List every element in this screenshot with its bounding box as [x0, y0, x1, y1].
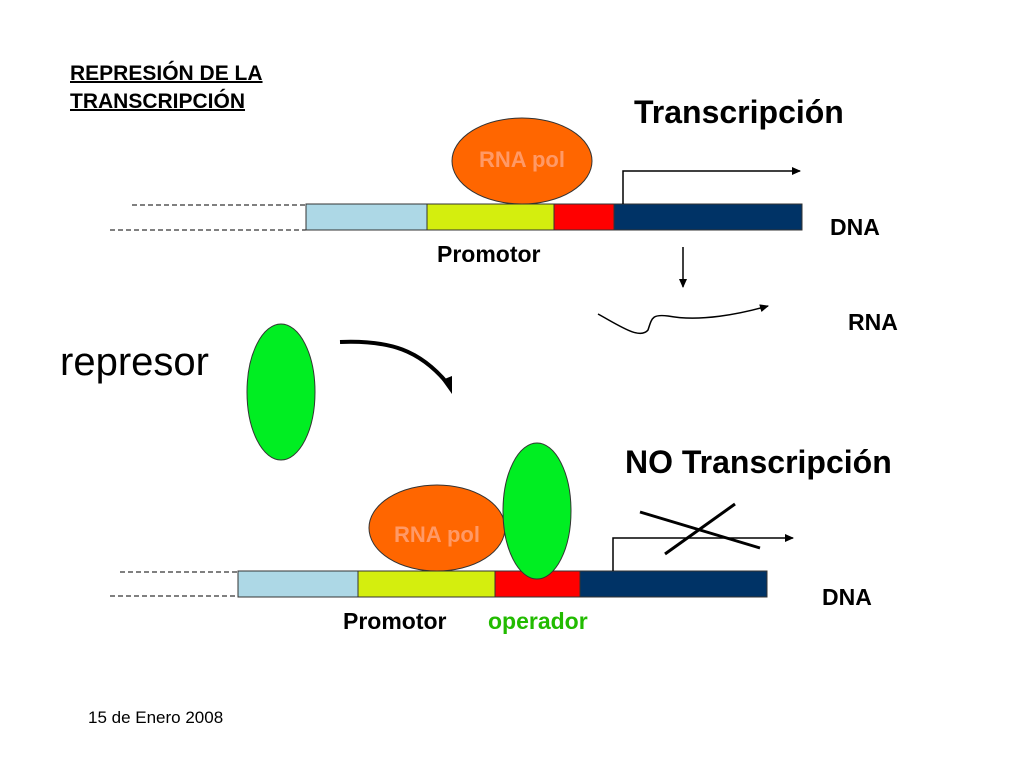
heading-no-transcripcion: NO Transcripción — [625, 444, 892, 480]
transcription-start-arrow-top — [622, 167, 801, 204]
rna-strand — [597, 304, 769, 335]
dna-label-top: DNA — [830, 214, 880, 240]
title-line-1: REPRESIÓN DE LA — [70, 62, 263, 85]
rna-pol-top — [451, 117, 593, 205]
represor-protein — [246, 323, 316, 461]
promotor-label-top: Promotor — [437, 241, 541, 267]
promotor-label-bottom: Promotor — [343, 608, 447, 634]
cross-line-2 — [664, 502, 736, 556]
title-line-2: TRANSCRIPCIÓN — [70, 90, 246, 113]
operador-label: operador — [488, 608, 588, 634]
represor-label: represor — [60, 340, 209, 384]
dna-segment-red-top — [553, 203, 615, 231]
rna-pol-label-top: RNA pol — [479, 147, 565, 172]
transcription-start-arrow-bottom — [612, 534, 794, 571]
represor-bound — [502, 442, 572, 580]
binding-curved-arrow-head — [442, 376, 452, 394]
dna-segment-promotor-bottom — [357, 570, 496, 598]
dna-segment-gene-bottom — [579, 570, 768, 598]
binding-curved-arrow — [339, 339, 450, 386]
dna-segment-promotor-top — [426, 203, 555, 231]
rna-label: RNA — [848, 309, 898, 335]
footer-date: 15 de Enero 2008 — [88, 708, 224, 727]
dna-segment-lightblue-top — [305, 203, 428, 231]
slide-title: REPRESIÓN DE LA TRANSCRIPCIÓN — [70, 60, 263, 116]
dna-segment-lightblue-bottom — [237, 570, 359, 598]
heading-transcripcion: Transcripción — [634, 94, 844, 130]
rna-pol-label-bottom: RNA pol — [394, 522, 480, 547]
dna-label-bottom: DNA — [822, 584, 872, 610]
dna-segment-gene-top — [613, 203, 803, 231]
